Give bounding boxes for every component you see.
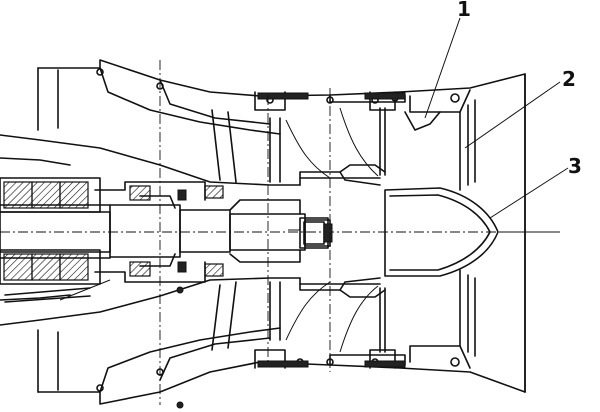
bearing-bottom [0, 249, 101, 285]
leader-2 [464, 81, 561, 149]
nose-cone [384, 187, 499, 277]
bearing-top [0, 177, 101, 213]
leader-3 [489, 167, 569, 219]
callout-2: 2 [562, 67, 576, 91]
vane-region [211, 107, 386, 353]
drain-pipe [4, 279, 111, 303]
callout-3: 3 [568, 154, 582, 178]
callout-leaders [424, 17, 569, 219]
section-lines [159, 60, 331, 405]
bolts [96, 68, 460, 409]
shaft [0, 199, 331, 263]
leader-1 [424, 17, 461, 119]
callout-1: 1 [457, 0, 471, 21]
outer-casing-bottom [37, 269, 526, 405]
outer-casing-top [37, 59, 526, 393]
seal-housing [94, 181, 224, 283]
shaft-nut [288, 217, 333, 249]
outlet-section [500, 73, 560, 393]
